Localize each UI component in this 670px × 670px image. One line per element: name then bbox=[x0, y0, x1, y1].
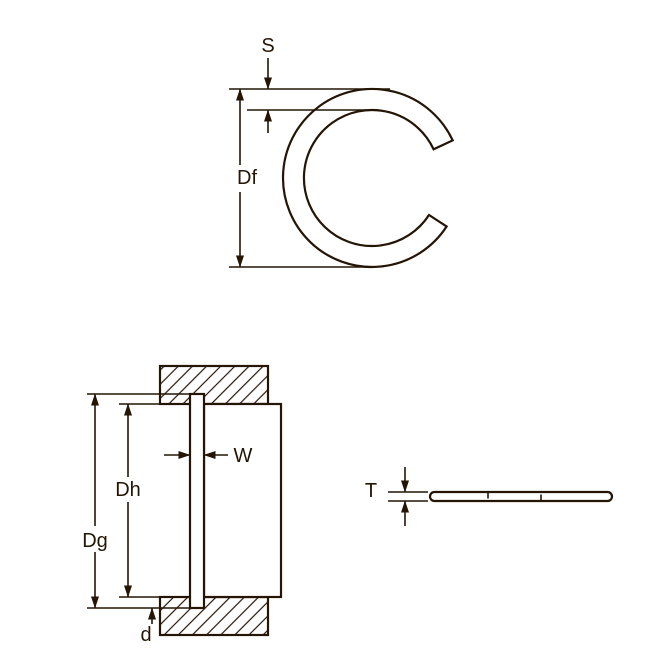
label-ring-width: W bbox=[234, 445, 253, 467]
dimension-free-diameter: Df bbox=[229, 88, 372, 268]
label-bore-diameter: Dh bbox=[115, 479, 141, 501]
ring-edge-profile bbox=[428, 490, 614, 503]
dimension-bore-diameter: Dh bbox=[115, 403, 190, 598]
retained-component bbox=[202, 402, 283, 599]
edge-view: T bbox=[365, 467, 614, 526]
dimension-section-height: S bbox=[229, 35, 390, 133]
dimension-groove-diameter: Dg bbox=[82, 393, 190, 609]
label-groove-depth: d bbox=[140, 624, 151, 646]
snap-ring-front bbox=[281, 87, 455, 269]
label-section-height: S bbox=[261, 35, 274, 57]
housing-section-upper bbox=[158, 364, 270, 406]
label-thickness: T bbox=[365, 480, 377, 502]
label-free-diameter: Df bbox=[237, 167, 257, 189]
ring-cross-section bbox=[188, 392, 206, 610]
label-groove-diameter: Dg bbox=[82, 530, 108, 552]
front-view: S Df bbox=[229, 35, 455, 269]
dimension-ring-width: W bbox=[164, 445, 253, 467]
dimension-groove-depth: d bbox=[140, 607, 156, 646]
installed-view: Dh Dg W d bbox=[82, 364, 283, 646]
dimension-thickness: T bbox=[365, 467, 428, 526]
housing-section-lower bbox=[158, 595, 270, 637]
